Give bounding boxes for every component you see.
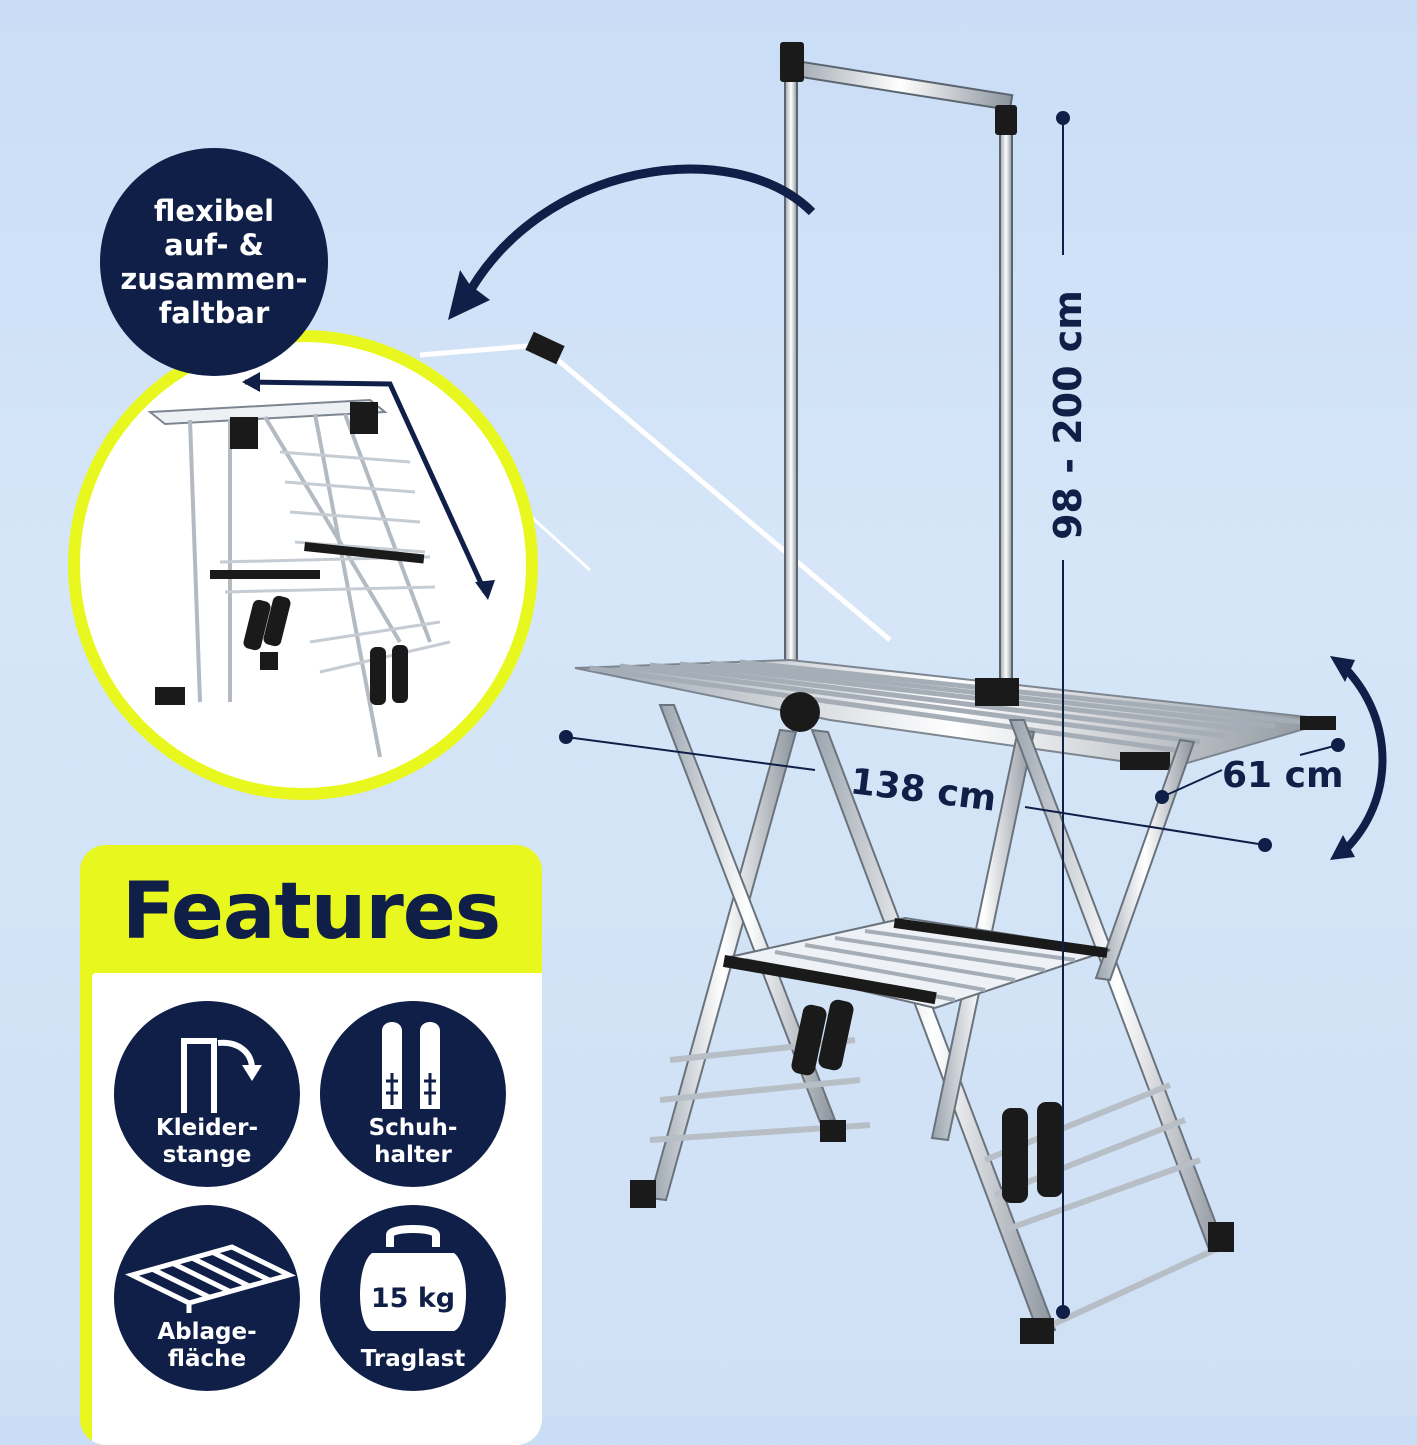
feature-label: Traglast	[360, 1346, 466, 1372]
badge-line: flexibel	[153, 194, 275, 228]
feature-label: halter	[374, 1142, 452, 1168]
folded-rack-illustration	[147, 372, 495, 758]
feature-label: Kleider-	[155, 1115, 259, 1141]
feature-shoe-holder: Schuh- halter	[320, 1001, 506, 1187]
fold-arrow	[461, 164, 816, 303]
feature-label: Schuh-	[368, 1115, 458, 1141]
foldable-badge: flexibel auf- & zusammen- faltbar	[100, 148, 328, 376]
weight-value: 15 kg	[370, 1283, 456, 1314]
feature-shelf: Ablage- fläche	[114, 1205, 300, 1391]
folded-rack-zoom	[68, 330, 538, 800]
feature-clothes-rail: Kleider- stange	[114, 1001, 300, 1187]
shelf-icon	[125, 1244, 296, 1313]
badge-line: auf- &	[164, 228, 264, 262]
depth-dimension-label: 61 cm	[1222, 755, 1344, 796]
clothes-rail-icon	[181, 1038, 262, 1113]
feature-label: stange	[162, 1142, 252, 1168]
badge-line: zusammen-	[120, 262, 308, 296]
feature-label: Ablage-	[157, 1319, 257, 1345]
feature-weight: 15 kg Traglast	[320, 1205, 506, 1391]
shoe-holder-icon	[382, 1022, 440, 1109]
features-grid: Kleider- stange Schuh	[92, 973, 542, 1445]
height-dimension-label: 98 - 200 cm	[1046, 290, 1090, 540]
features-title: Features	[121, 867, 501, 957]
features-panel: Features Kleider- stange	[80, 845, 542, 1445]
feature-label: fläche	[167, 1346, 247, 1372]
badge-line: faltbar	[158, 296, 270, 330]
weight-icon	[360, 1225, 466, 1331]
